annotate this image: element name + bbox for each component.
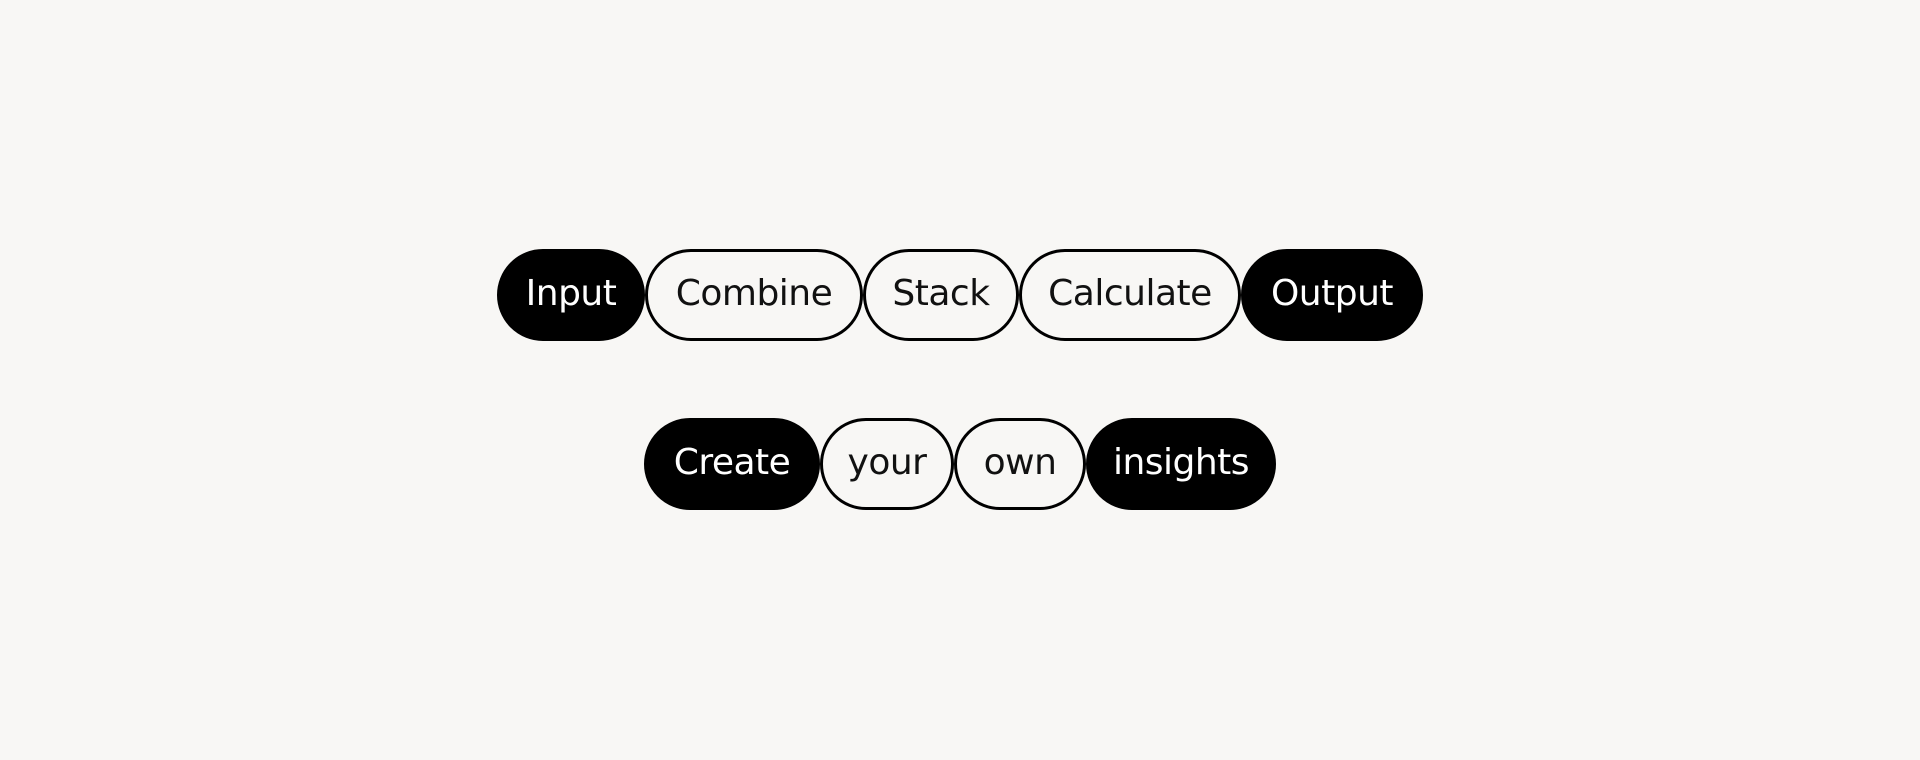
pill-label: your bbox=[847, 442, 927, 483]
pill-row-process: Input Combine Stack Calculate Output bbox=[0, 249, 1920, 341]
pill-own: own bbox=[954, 418, 1086, 510]
pill-label: Create bbox=[673, 442, 791, 483]
pill-label: Output bbox=[1270, 273, 1394, 314]
pill-label: Calculate bbox=[1048, 273, 1212, 314]
pill-calculate: Calculate bbox=[1019, 249, 1241, 341]
pill-label: Combine bbox=[675, 273, 833, 314]
pill-create: Create bbox=[644, 418, 820, 510]
pill-label: Input bbox=[525, 273, 617, 314]
pill-stack: Stack bbox=[863, 249, 1019, 341]
pill-label: own bbox=[983, 442, 1057, 483]
pill-label: Stack bbox=[892, 273, 990, 314]
pill-your: your bbox=[820, 418, 954, 510]
pill-input: Input bbox=[497, 249, 645, 341]
pill-label: insights bbox=[1112, 442, 1250, 483]
pill-output: Output bbox=[1241, 249, 1423, 341]
pill-combine: Combine bbox=[645, 249, 863, 341]
pill-row-tagline: Create your own insights bbox=[0, 418, 1920, 510]
pill-insights: insights bbox=[1086, 418, 1276, 510]
